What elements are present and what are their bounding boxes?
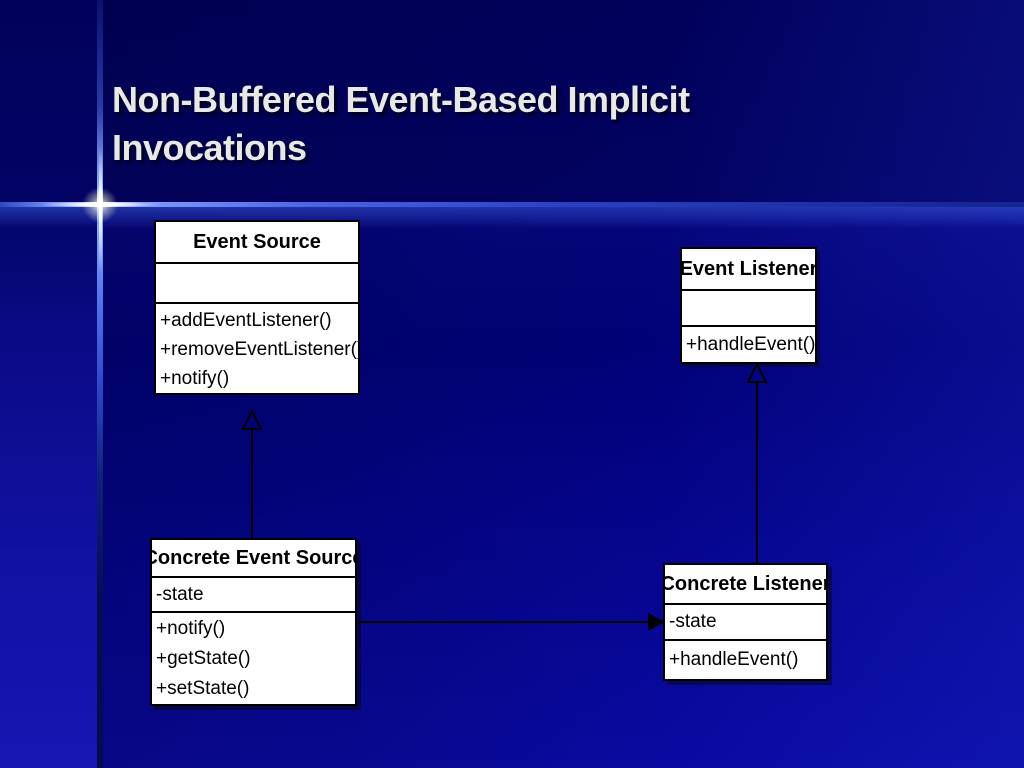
class-name: Concrete Event Source [152, 540, 355, 578]
attribute-label: -state [669, 611, 717, 632]
method-label: +notify() [156, 618, 226, 639]
attributes-compartment: -state [665, 605, 826, 641]
generalization-concrete-event-source-to-event-source [241, 408, 263, 540]
class-box-concrete-event-source: Concrete Event Source -state +notify() +… [150, 538, 357, 706]
horizontal-accent-line [0, 202, 1024, 207]
slide-title-line1: Non-Buffered Event-Based Implicit [112, 79, 690, 120]
methods-compartment: +handleEvent() [682, 327, 815, 362]
class-name: Event Listener [682, 249, 815, 291]
method-label: +getState() [156, 648, 251, 669]
hollow-triangle-arrowhead-icon [746, 361, 768, 383]
method-label: +handleEvent() [669, 649, 799, 670]
class-name: Concrete Listener [665, 565, 826, 605]
sparkle-flare-vertical-ray [99, 148, 102, 272]
methods-compartment: +notify() +getState() +setState() [152, 613, 355, 704]
class-box-event-listener: Event Listener +handleEvent() [680, 247, 817, 364]
hollow-triangle-arrowhead-icon [241, 408, 263, 430]
methods-compartment: +handleEvent() [665, 641, 826, 679]
attributes-compartment [682, 291, 815, 327]
method-label: +addEventListener() [160, 310, 332, 331]
vertical-accent-line [97, 0, 103, 768]
method-label: +setState() [156, 678, 250, 699]
class-name: Event Source [156, 222, 358, 264]
attribute-label: -state [156, 583, 204, 605]
left-accent-band [0, 0, 97, 768]
association-concrete-event-source-to-concrete-listener [358, 613, 665, 631]
attributes-compartment [156, 264, 358, 304]
method-label: +notify() [160, 368, 230, 389]
method-label: +removeEventListener() [160, 339, 358, 360]
methods-compartment: +addEventListener() +removeEventListener… [156, 304, 358, 393]
class-box-concrete-listener: Concrete Listener -state +handleEvent() [663, 563, 828, 681]
attributes-compartment: -state [152, 578, 355, 613]
method-label: +handleEvent() [686, 334, 815, 355]
class-box-event-source: Event Source +addEventListener() +remove… [154, 220, 360, 395]
slide-title-line2: Invocations [112, 127, 307, 168]
generalization-concrete-listener-to-event-listener [746, 361, 768, 565]
